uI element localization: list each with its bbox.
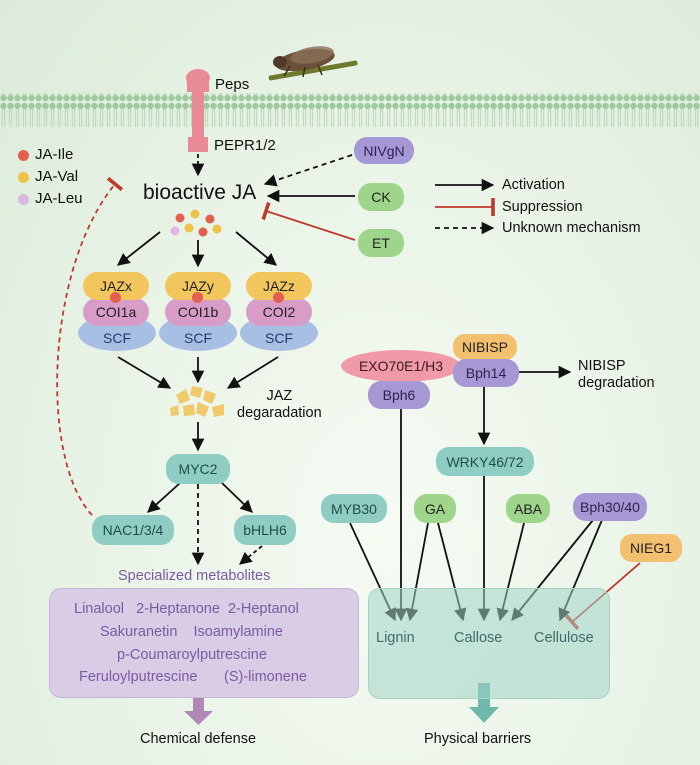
bph6-node: Bph6	[368, 381, 430, 409]
ja-ile-ligand-3	[273, 292, 284, 303]
metabolites-line-4b: (S)-limonene	[224, 669, 307, 685]
metabolites-line-1: Linalool 2-Heptanone 2-Heptanol	[74, 601, 299, 617]
peps-label: Peps	[215, 76, 250, 93]
barriers-box	[368, 588, 610, 699]
nibisp-degradation-label: NIBISP degradation	[578, 358, 655, 391]
bhlh6-node: bHLH6	[234, 515, 296, 545]
legend-suppression-label: Suppression	[502, 199, 583, 215]
et-node: ET	[358, 229, 404, 257]
wrky-node: WRKY46/72	[436, 447, 534, 476]
bph30-node: Bph30/40	[573, 493, 647, 521]
planthopper-icon	[268, 46, 358, 81]
ja-val-label: JA-Val	[35, 168, 79, 185]
metabolites-line-3: p-Coumaroylputrescine	[117, 647, 267, 663]
nivgn-node: NIVgN	[354, 137, 414, 164]
exo70-node: EXO70E1/H3	[341, 350, 461, 382]
bioactive-ja-label: bioactive JA	[143, 181, 257, 204]
myc2-node: MYC2	[166, 454, 230, 484]
ja-leu-label: JA-Leu	[35, 190, 83, 207]
nibisp-node: NIBISP	[453, 334, 517, 360]
aba-node: ABA	[506, 494, 550, 523]
metabolites-title: Specialized metabolites	[118, 568, 271, 584]
cell-membrane	[0, 93, 700, 127]
ja-ile-ligand-1	[110, 292, 121, 303]
coi1b-node: COI1b	[165, 298, 231, 326]
ja-leu-dot	[18, 194, 29, 205]
metabolites-box	[49, 588, 359, 698]
legend-activation-label: Activation	[502, 177, 565, 193]
ja-ile-dot	[18, 150, 29, 161]
bph14-node: Bph14	[453, 359, 519, 387]
physical-barriers-label: Physical barriers	[424, 731, 532, 747]
jazx-node: JAZx	[83, 272, 149, 300]
nieg1-node: NIEG1	[620, 534, 682, 562]
metabolites-line-2: Sakuranetin Isoamylamine	[100, 624, 283, 640]
cellulose-label: Cellulose	[534, 630, 594, 646]
ga-node: GA	[414, 494, 456, 523]
jaz-fragments	[170, 386, 224, 417]
lignin-label: Lignin	[376, 630, 415, 646]
myb30-node: MYB30	[321, 494, 387, 523]
chemical-defense-arrow	[184, 697, 213, 725]
jaz-degradation-label: JAZ degaradation	[237, 388, 322, 421]
legend-unknown-label: Unknown mechanism	[502, 220, 641, 236]
chemical-defense-label: Chemical defense	[140, 731, 257, 747]
callose-label: Callose	[454, 630, 503, 646]
ck-node: CK	[358, 183, 404, 211]
pepr-label: PEPR1/2	[214, 137, 276, 154]
ja-val-dot	[18, 172, 29, 183]
nac-node: NAC1/3/4	[92, 515, 174, 545]
coi2-node: COI2	[246, 298, 312, 326]
ja-ile-label: JA-Ile	[35, 146, 74, 163]
pepr-receptor	[186, 69, 210, 152]
metabolites-line-4a: Feruloylputrescine	[79, 669, 198, 685]
ja-ile-ligand-2	[192, 292, 203, 303]
